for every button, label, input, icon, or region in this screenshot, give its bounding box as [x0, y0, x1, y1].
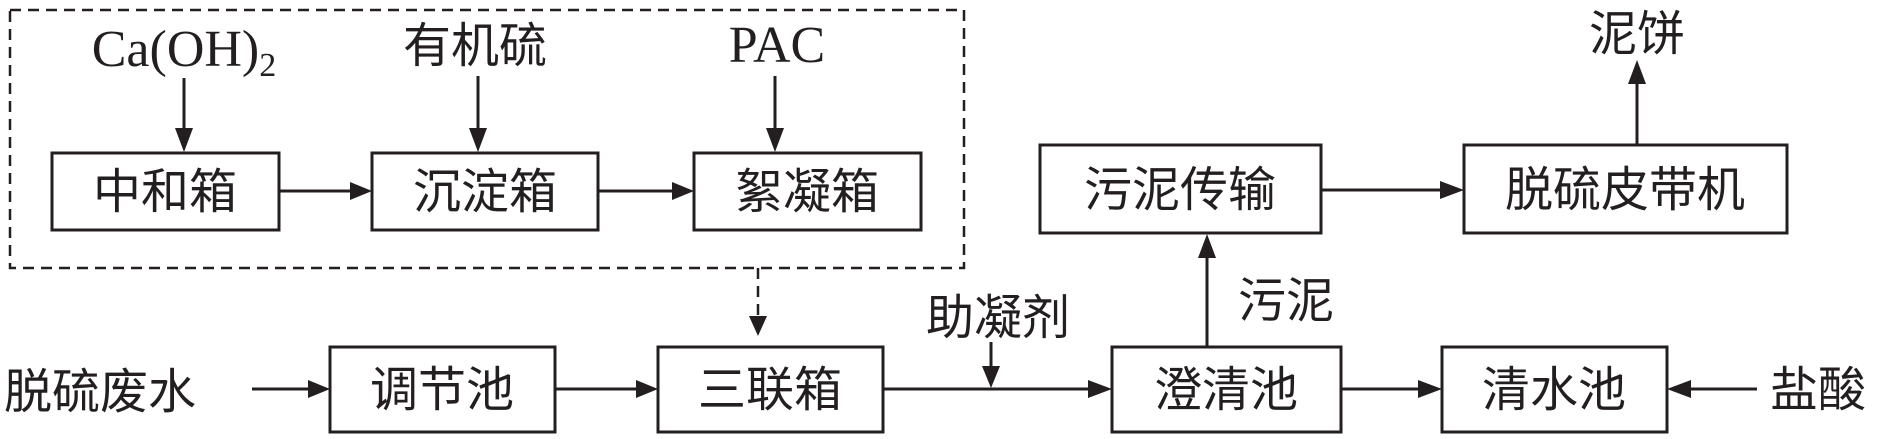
- triple-tank-label: 三联箱: [698, 362, 842, 418]
- clarifier-to-clear-water-arrowhead: [1418, 380, 1442, 398]
- calcium-hydroxide-subscript: 2: [259, 47, 276, 84]
- neutralization-tank-label: 中和箱: [93, 164, 237, 220]
- sedimentation-tank-label: 沉淀箱: [413, 164, 557, 220]
- wastewater-to-regulating-arrowhead: [308, 380, 330, 398]
- sedimentation-to-flocculation-arrowhead: [672, 182, 694, 200]
- sedimentation-tank-box: [370, 151, 600, 232]
- sludge-cake-label: 泥饼: [1589, 6, 1685, 62]
- regulating-tank-box: [328, 345, 557, 434]
- hydrochloric-acid-label: 盐酸: [1770, 362, 1866, 418]
- enclosure-to-triple-tank-arrowhead: [749, 316, 767, 336]
- clear-water-tank-box: [1440, 345, 1669, 434]
- sludge-transport-label: 污泥传输: [1084, 162, 1276, 218]
- coagulant-aid-arrowhead: [982, 366, 1000, 388]
- calcium-hydroxide-label: Ca(OH)2: [92, 21, 277, 84]
- desulfurization-belt-label: 脱硫皮带机: [1505, 162, 1745, 218]
- coagulant-aid-label: 助凝剂: [926, 290, 1070, 346]
- sludge-transport-to-belt-arrowhead: [1440, 181, 1464, 199]
- organosulfur-arrowhead: [469, 128, 487, 152]
- calcium-hydroxide-text: Ca(OH): [92, 21, 260, 78]
- sludge-label: 污泥: [1238, 273, 1334, 329]
- organosulfur-label: 有机硫: [403, 18, 547, 74]
- pac-arrowhead: [766, 128, 784, 152]
- acid-to-clear-water-arrowhead: [1667, 380, 1691, 398]
- regulating-to-triple-arrowhead: [636, 380, 658, 398]
- regulating-tank-label: 调节池: [370, 362, 514, 418]
- triple-tank-subprocess-enclosure: [8, 8, 966, 270]
- pac-label: PAC: [729, 17, 825, 74]
- sludge-transport-box: [1038, 143, 1323, 235]
- triple-tank-box: [656, 345, 885, 434]
- clarifier-to-sludge-transport-arrowhead: [1198, 234, 1216, 258]
- calcium-hydroxide-arrowhead: [175, 128, 193, 152]
- neutralization-to-sedimentation-arrowhead: [350, 182, 372, 200]
- flocculation-tank-label: 絮凝箱: [735, 164, 879, 220]
- flocculation-tank-box: [692, 151, 923, 232]
- clarifier-box: [1110, 345, 1343, 434]
- triple-to-clarifier-arrowhead: [1088, 380, 1112, 398]
- neutralization-tank-box: [50, 151, 281, 232]
- clarifier-label: 澄清池: [1154, 362, 1298, 418]
- desulfurization-wastewater-label: 脱硫废水: [4, 364, 196, 420]
- desulfurization-belt-box: [1462, 143, 1789, 235]
- clear-water-tank-label: 清水池: [1482, 362, 1626, 418]
- belt-to-sludge-cake-arrowhead: [1628, 60, 1646, 84]
